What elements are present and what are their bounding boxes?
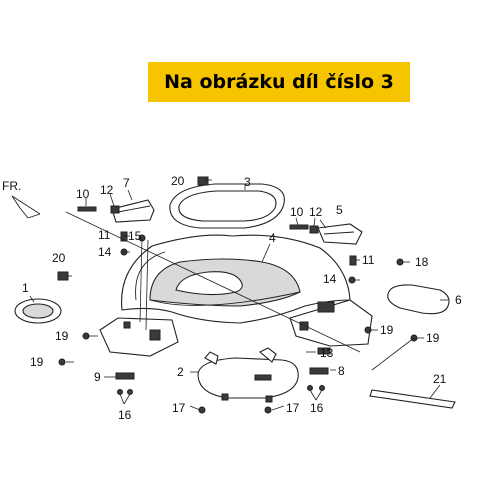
callout-8: 8: [338, 364, 345, 378]
clip-12-left: [110, 205, 120, 214]
callout-21: 21: [433, 372, 447, 386]
callout-labels: 1 2 3 4 5 6 7 8 9 10 10 11 11 12 12 13 1…: [22, 174, 462, 422]
callout-3: 3: [244, 175, 251, 189]
clip-12-right: [309, 225, 319, 234]
callout-20-top: 20: [171, 174, 185, 188]
part-7-storage-lid[interactable]: [111, 199, 155, 223]
front-direction-label: FR.: [2, 179, 21, 193]
callout-10-left: 10: [76, 187, 90, 201]
callout-20-left: 20: [52, 251, 66, 265]
nut-11-right: [349, 255, 357, 266]
callout-19-c: 19: [380, 323, 394, 337]
callout-19-b: 19: [30, 355, 44, 369]
callout-12-left: 12: [100, 183, 114, 197]
left-inner-panel: [99, 317, 179, 357]
screw-20-top: [197, 176, 209, 186]
callout-11-right: 11: [362, 253, 375, 267]
callout-14-left: 14: [98, 245, 112, 259]
callout-12-right: 12: [309, 205, 323, 219]
part-2-glovebox-cover[interactable]: [197, 347, 299, 403]
screw-16-right-b: [319, 385, 325, 391]
callout-15: 15: [128, 229, 142, 243]
callout-10-right: 10: [290, 205, 304, 219]
part-4-body-cover[interactable]: [121, 234, 351, 324]
hinge-13: [317, 347, 331, 355]
callout-16-left: 16: [118, 408, 132, 422]
callout-7: 7: [123, 176, 130, 190]
leader-lines: [29, 179, 448, 411]
part-21-trim-strip[interactable]: [369, 389, 456, 409]
nut-11-left: [120, 231, 128, 242]
screw-17-right: [264, 406, 272, 414]
screw-16-left-a: [117, 389, 123, 395]
bolt-10-right: [289, 224, 309, 230]
part-3-oval-frame[interactable]: [169, 183, 285, 229]
latch-9: [115, 372, 135, 380]
callout-11-left: 11: [98, 228, 111, 242]
part-6-oval-lid[interactable]: [387, 284, 450, 315]
screw-16-left-b: [127, 389, 133, 395]
screw-19-b: [58, 358, 66, 366]
screw-16-right-a: [307, 385, 313, 391]
callout-5: 5: [336, 203, 343, 217]
part-5-storage-lid[interactable]: [317, 223, 363, 245]
callout-19-d: 19: [426, 331, 440, 345]
callout-16-right: 16: [310, 401, 324, 415]
right-inner-panel: [289, 299, 373, 347]
callout-1: 1: [22, 281, 29, 295]
callout-2: 2: [177, 365, 184, 379]
callout-4: 4: [269, 231, 276, 245]
callout-17-right: 17: [286, 401, 300, 415]
part-1-round-grommet[interactable]: [14, 298, 62, 324]
part-number-banner: Na obrázku díl číslo 3: [148, 62, 410, 102]
callout-9: 9: [94, 370, 101, 384]
callout-6: 6: [455, 293, 462, 307]
banner-text: Na obrázku díl číslo 3: [164, 71, 394, 93]
callout-13: 13: [320, 346, 334, 360]
front-direction-indicator: FR.: [2, 179, 41, 219]
callout-18: 18: [415, 255, 429, 269]
callout-14-right: 14: [323, 272, 337, 286]
callout-17-left: 17: [172, 401, 186, 415]
callout-19-a: 19: [55, 329, 69, 343]
bolt-10-left: [77, 206, 97, 212]
latch-8: [309, 367, 329, 375]
